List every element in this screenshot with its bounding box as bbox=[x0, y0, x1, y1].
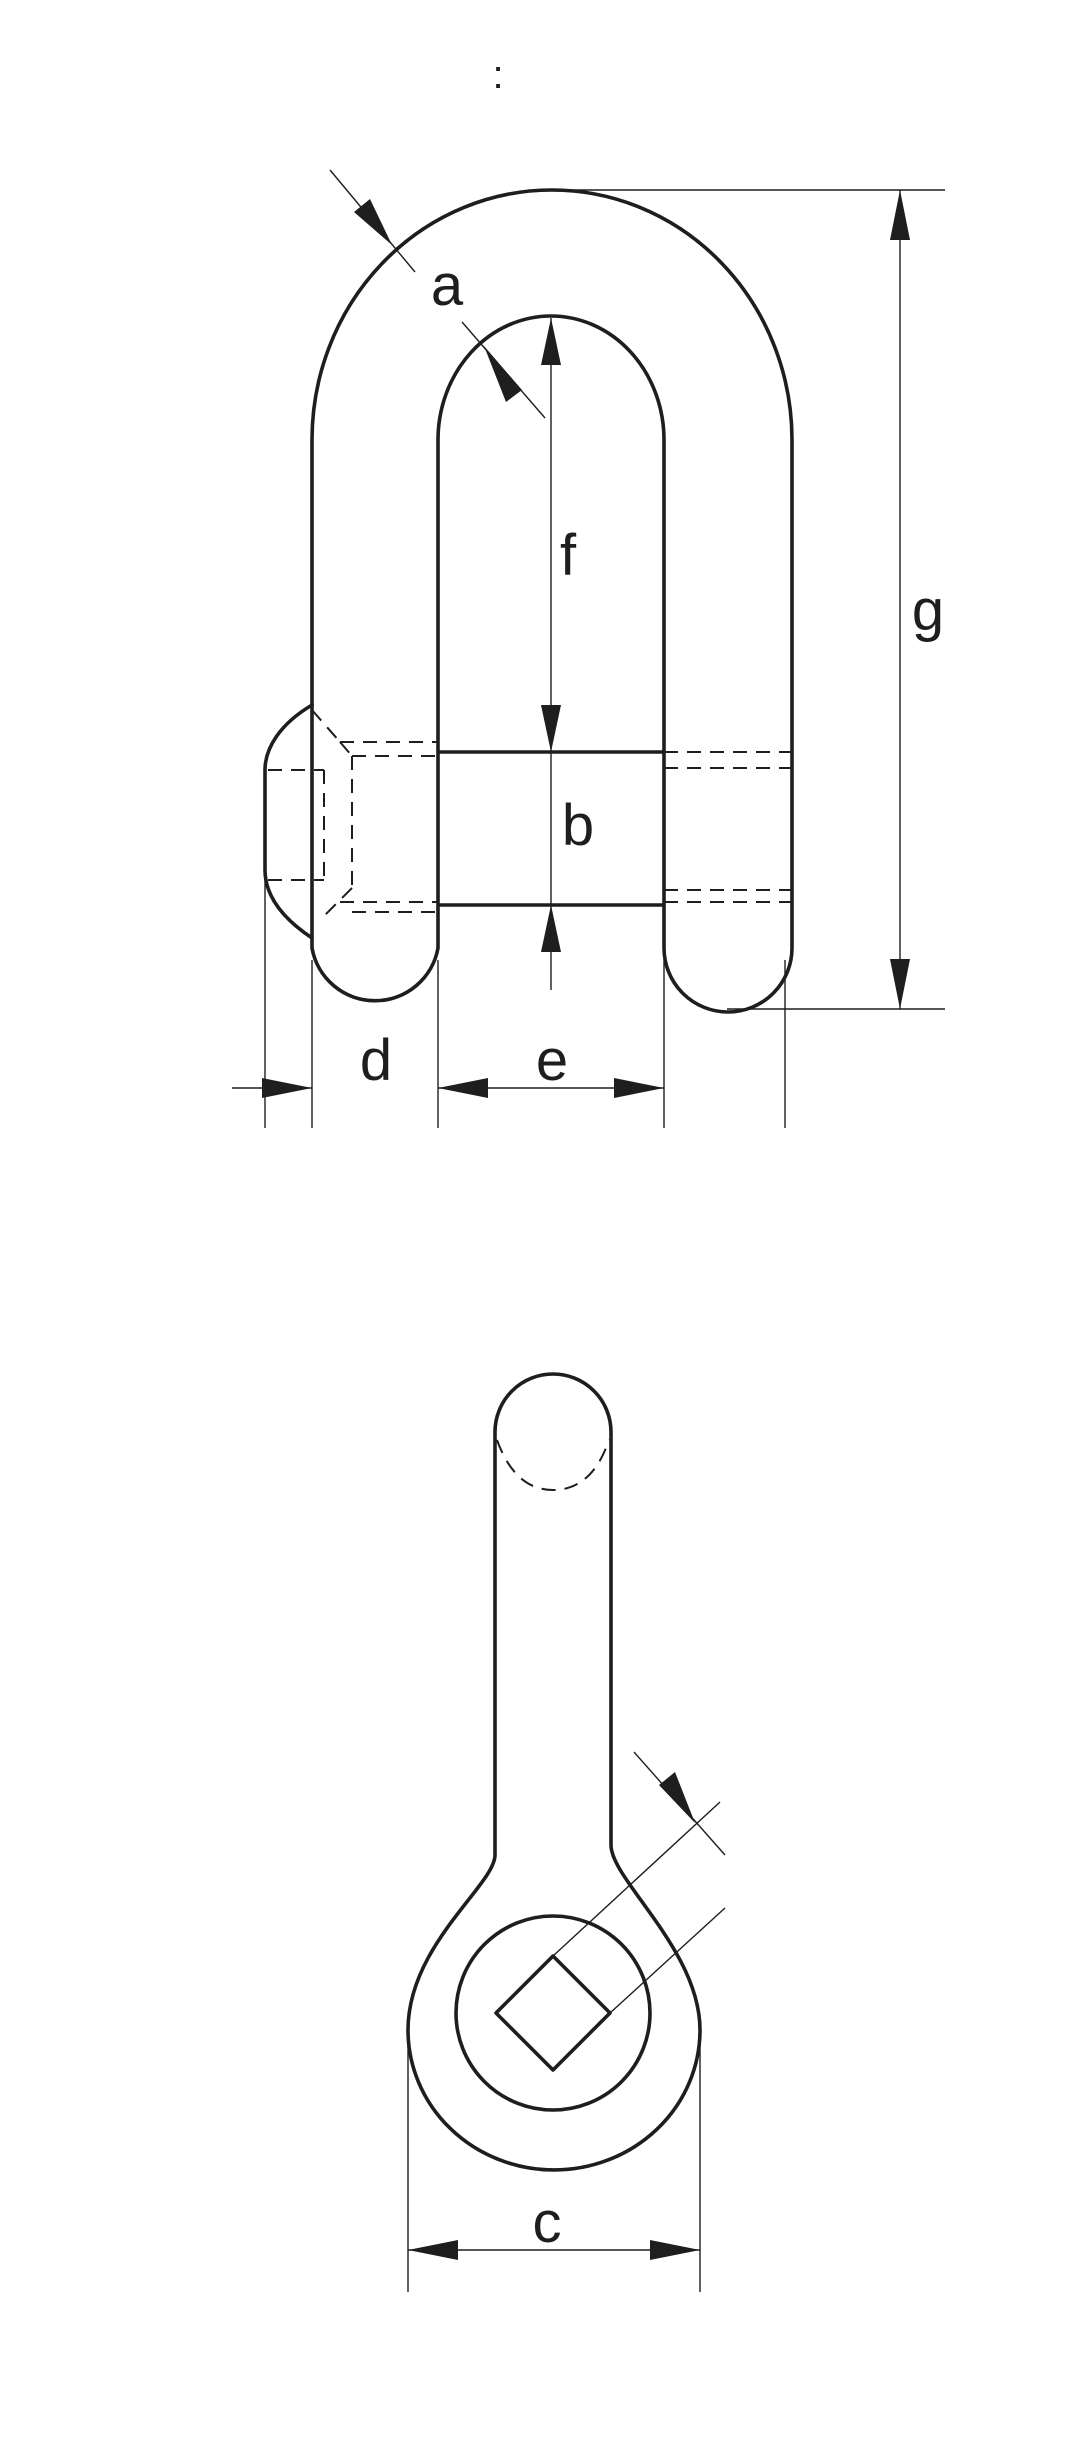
pin-end-hidden bbox=[496, 1439, 610, 1492]
dimension-g: g bbox=[552, 189, 945, 1010]
dimension-square bbox=[552, 1751, 726, 2014]
dimension-f: f bbox=[541, 318, 577, 752]
label-a: a bbox=[431, 253, 464, 318]
header-mark: : bbox=[492, 53, 503, 97]
square-drive bbox=[494, 1954, 612, 2072]
dimension-c: c bbox=[407, 2030, 701, 2292]
pin-head bbox=[263, 703, 314, 940]
shackle-outer-outline bbox=[310, 188, 794, 1014]
dimension-d: d bbox=[232, 1028, 392, 1098]
label-g: g bbox=[912, 578, 944, 643]
pin-hidden-lines-left bbox=[268, 709, 438, 919]
dimension-extension-lines bbox=[264, 880, 786, 1128]
label-b: b bbox=[562, 793, 594, 858]
dimension-a: a bbox=[329, 169, 546, 419]
pin-hidden-lines-right bbox=[664, 751, 792, 903]
dimension-b: b bbox=[541, 752, 594, 990]
label-e: e bbox=[536, 1028, 568, 1093]
front-view: a f b g bbox=[232, 169, 945, 1128]
dimension-e: e bbox=[438, 1028, 664, 1098]
label-c: c bbox=[533, 2190, 562, 2255]
label-d: d bbox=[360, 1028, 392, 1093]
side-view: c bbox=[406, 1372, 726, 2292]
label-f: f bbox=[560, 523, 577, 588]
side-view-outline bbox=[406, 1372, 702, 2172]
pin-boss bbox=[454, 1914, 652, 2112]
